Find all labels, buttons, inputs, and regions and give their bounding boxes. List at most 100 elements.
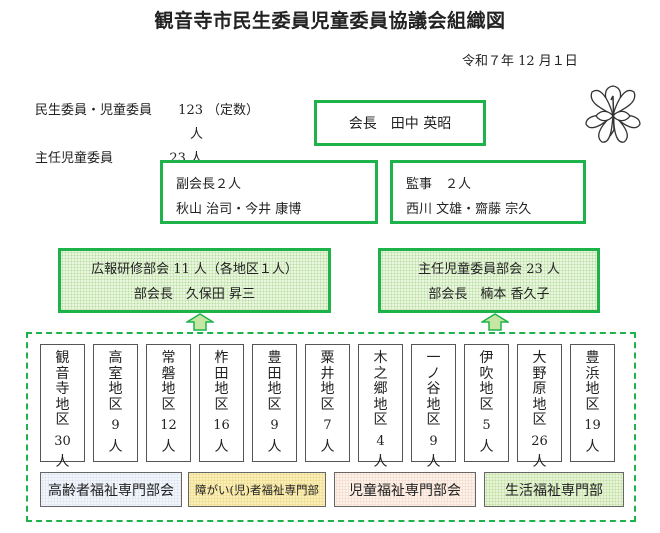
chair-box: 会長 田中 英昭 [314,100,486,146]
region-name-char: 磐 [161,365,176,382]
region-count: 12 [160,418,177,433]
vice-chair-box: 副会長２人 秋山 治司・今井 康博 [160,160,378,224]
up-arrow-icon [184,313,216,331]
region-name-char: 粟 [320,350,335,366]
section-elderly-welfare: 高齢者福祉専門部会 [40,472,182,507]
region-name-char: 区 [214,396,229,413]
region-count: 16 [213,418,230,433]
section-child-welfare: 児童福祉専門部会 [334,472,476,507]
auditor-title: 監事 ２人 [406,177,472,192]
stats-value: 123 人 [178,103,203,142]
region-name-char: 木 [373,350,388,366]
region-name-char: 郷 [373,381,388,397]
region-name-char: 豊 [267,350,282,366]
region-unit: 人 [214,438,229,455]
region-cell: 柞田地区 16 人 [199,344,244,462]
region-name-char: 浜 [585,365,600,382]
region-unit: 人 [373,454,388,470]
region-cell: 伊吹地区 5 人 [464,344,509,462]
region-name-char: 地 [532,396,547,413]
region-name-char: 田 [214,365,229,382]
committee-head: 部会長 久保田 昇三 [133,287,256,302]
stats-label: 主任児童委員 [35,151,114,166]
region-name-char: 地 [373,396,388,413]
region-name-char: 谷 [426,381,441,397]
region-name-char: 区 [426,412,441,428]
auditor-names: 西川 文雄・齋藤 宗久 [406,202,532,217]
regions-container [26,332,636,522]
region-name-char: 大 [532,350,547,366]
region-name-char: 室 [108,365,123,382]
chief-child-committee-box: 主任児童委員部会 23 人 部会長 楠本 香久子 [378,248,600,313]
committee-head: 部会長 楠本 香久子 [428,287,550,302]
region-name-char: 之 [373,365,388,382]
region-count: 9 [429,433,438,449]
region-name-char: 寺 [55,381,70,397]
region-unit: 人 [55,454,70,470]
region-count: 7 [323,418,332,433]
region-name-char: 地 [320,381,335,397]
committee-title: 主任児童委員部会 23 人 [418,262,560,277]
region-name-char: 区 [267,396,282,413]
region-name-char: 吹 [479,365,494,382]
section-disability-welfare: 障がい(児)者福祉専門部 [188,472,326,507]
region-name-char: 豊 [585,350,600,366]
region-name-char: 地 [479,381,494,397]
vice-chair-names: 秋山 治司・今井 康博 [176,202,302,217]
region-count: 19 [584,418,601,433]
region-name-char: 区 [55,412,70,428]
region-unit: 人 [479,438,494,455]
region-cell: 木之郷地区 4 人 [358,344,403,470]
pr-training-committee-box: 広報研修部会 11 人（各地区１人） 部会長 久保田 昇三 [58,248,331,313]
region-name-char: 地 [585,381,600,397]
region-unit: 人 [426,454,441,470]
region-name-char: 一 [426,350,441,366]
document-date: 令和７年 12 月１日 [462,54,578,69]
auditor-box: 監事 ２人 西川 文雄・齋藤 宗久 [390,160,586,224]
region-name-char: 区 [373,412,388,428]
region-name-char: 田 [267,365,282,382]
section-livelihood-welfare: 生活福祉専門部 [484,472,624,507]
region-name-char: 原 [532,381,547,397]
region-name-char: 伊 [479,350,494,366]
region-name-char: 区 [532,412,547,428]
region-unit: 人 [108,438,123,455]
region-name-char: 区 [161,396,176,413]
region-name-char: 地 [55,396,70,413]
region-name-char: 区 [108,396,123,413]
page-title: 観音寺市民生委員児童委員協議会組織図 [154,10,506,32]
region-name-char: ノ [426,365,441,382]
region-count: 9 [270,418,279,433]
region-unit: 人 [320,438,335,455]
region-name-char: 常 [161,350,176,366]
chair-label: 会長 田中 英昭 [348,116,452,132]
region-name-char: 地 [214,381,229,397]
region-cell: 高室地区 9 人 [93,344,138,462]
up-arrow-icon [479,313,511,331]
region-unit: 人 [532,454,547,470]
region-name-char: 区 [479,396,494,413]
region-count: 5 [482,418,491,433]
committee-title: 広報研修部会 11 人（各地区１人） [91,262,298,277]
region-count: 30 [54,433,71,449]
region-name-char: 高 [108,350,123,366]
region-name-char: 地 [267,381,282,397]
stats-note: （定数） [207,103,260,118]
region-name-char: 柞 [214,350,229,366]
region-count: 9 [111,418,120,433]
region-name-char: 観 [55,350,70,366]
region-count: 4 [376,433,385,449]
region-count: 26 [531,433,548,449]
vice-chair-title: 副会長２人 [176,177,242,192]
region-name-char: 地 [108,381,123,397]
region-name-char: 井 [320,365,335,382]
region-name-char: 地 [161,381,176,397]
